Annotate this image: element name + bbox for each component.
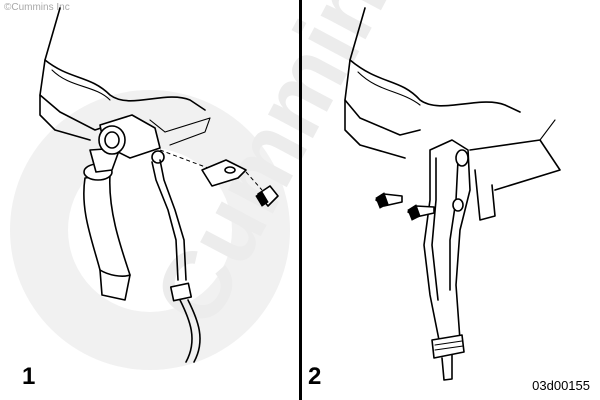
step-number-1: 1 xyxy=(22,363,36,390)
engine-block-outline-2 xyxy=(344,7,561,221)
hose-adapter xyxy=(423,139,471,381)
step-number-2: 2 xyxy=(308,363,322,390)
coolant-hose xyxy=(83,147,131,301)
panel-divider xyxy=(299,0,302,400)
figure-id: 03d00155 xyxy=(532,378,590,393)
mounting-screw-lower xyxy=(407,204,435,221)
mounting-screw-upper xyxy=(375,192,403,209)
engine-block-outline xyxy=(39,7,211,146)
removed-screw xyxy=(255,185,279,207)
removed-bracket xyxy=(159,149,263,191)
sensor-wire xyxy=(151,159,201,363)
hose-fitting xyxy=(98,114,165,164)
copyright-notice: ©Cummins Inc xyxy=(4,2,70,13)
